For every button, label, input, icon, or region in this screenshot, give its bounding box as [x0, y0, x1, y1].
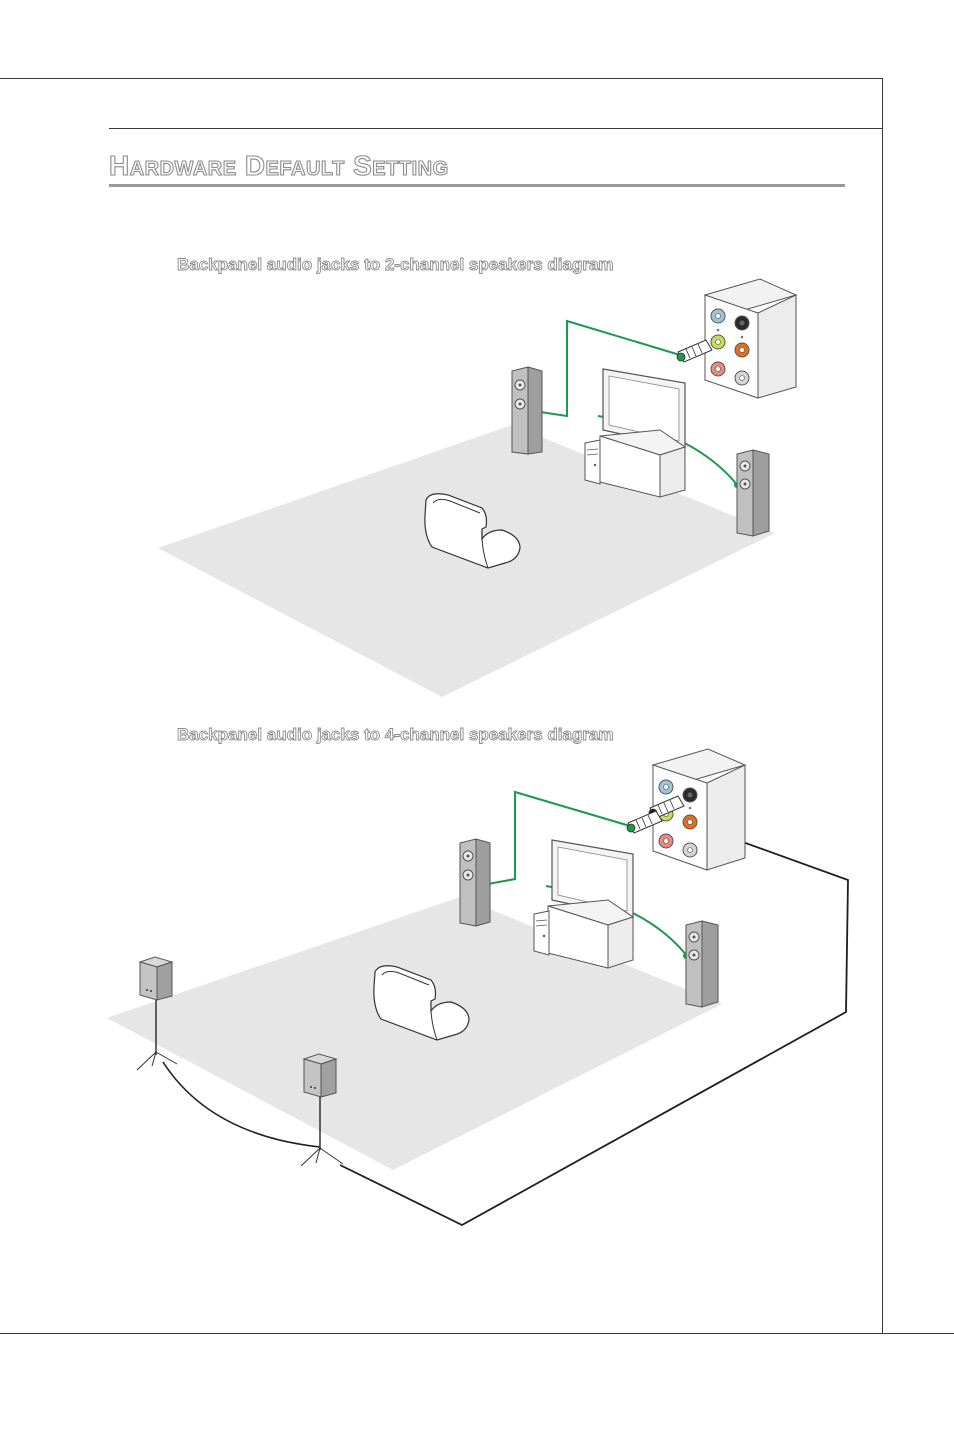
header-rule — [109, 128, 883, 129]
bottom-border-line — [0, 1333, 954, 1334]
top-border-line — [0, 78, 883, 79]
audio-backpanel — [705, 279, 796, 398]
diagram-2-channel — [0, 270, 954, 710]
pc-tower — [585, 440, 600, 484]
section-title: Hardware Default Setting — [109, 150, 449, 182]
front-right-speaker — [737, 450, 769, 536]
front-left-speaker — [512, 367, 542, 454]
title-underline — [109, 184, 845, 187]
front-right-speaker — [686, 921, 718, 1007]
front-left-speaker — [460, 839, 490, 926]
pc-tower — [534, 911, 549, 955]
diagram-4-channel — [0, 740, 954, 1240]
